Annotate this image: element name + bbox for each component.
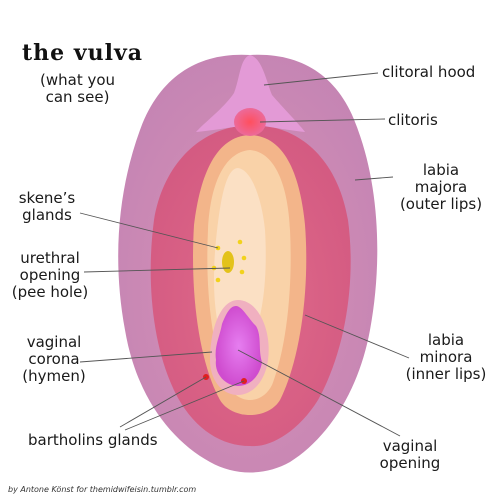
label-vaginal-corona-line-3: (hymen) bbox=[22, 367, 86, 385]
leader-labia-minora bbox=[304, 314, 410, 359]
leader-bartholins-1 bbox=[119, 376, 207, 428]
label-vaginal-opening-line-2: opening bbox=[379, 454, 441, 472]
label-labia-minora-line-1: labia bbox=[427, 331, 465, 349]
vestibule-core bbox=[214, 168, 266, 349]
label-bartholins-glands: bartholins glands bbox=[28, 431, 158, 449]
label-labia-majora-line-3: (outer lips) bbox=[399, 195, 483, 213]
clitoral-hood-shape bbox=[196, 55, 305, 132]
leader-urethral-opening bbox=[83, 267, 231, 273]
subtitle: (what you can see) bbox=[40, 72, 115, 106]
label-vaginal-opening-line-1: vaginal bbox=[382, 437, 438, 455]
leader-vaginal-opening bbox=[237, 349, 401, 437]
label-clitoral-hood: clitoral hood bbox=[382, 63, 476, 81]
label-urethral-opening: urethral opening (pee hole) bbox=[6, 250, 94, 301]
label-vaginal-corona-line-2: corona bbox=[28, 350, 80, 368]
label-skenes-glands: skene’s glands bbox=[12, 190, 82, 224]
leader-vaginal-corona bbox=[79, 351, 213, 363]
label-skenes-glands-line-2: glands bbox=[22, 206, 72, 224]
credit-text: by Antone Könst for themidwifeisin.tumbl… bbox=[8, 485, 197, 494]
clitoris-shape bbox=[234, 108, 266, 136]
subtitle-line-2: can see) bbox=[45, 88, 110, 106]
urethral-opening-shape bbox=[222, 251, 234, 273]
leader-labia-majora bbox=[354, 176, 394, 181]
label-vaginal-corona-line-1: vaginal bbox=[26, 333, 82, 351]
label-labia-minora-line-2: minora bbox=[419, 348, 473, 366]
label-urethral-opening-line-2: opening bbox=[19, 266, 81, 284]
label-labia-minora-line-3: (inner lips) bbox=[405, 365, 487, 383]
subtitle-line-1: (what you bbox=[40, 71, 116, 89]
label-vaginal-opening: vaginal opening bbox=[373, 438, 447, 472]
label-labia-majora-line-1: labia bbox=[422, 161, 460, 179]
leader-lines bbox=[79, 72, 410, 437]
label-clitoris: clitoris bbox=[388, 111, 438, 129]
label-labia-minora: labia minora (inner lips) bbox=[400, 332, 492, 383]
label-urethral-opening-line-1: urethral bbox=[20, 249, 80, 267]
label-skenes-glands-line-1: skene’s bbox=[18, 189, 76, 207]
leader-skenes-glands bbox=[79, 212, 219, 249]
label-urethral-opening-line-3: (pee hole) bbox=[11, 283, 89, 301]
leader-clitoral-hood bbox=[263, 72, 379, 86]
vaginal-opening-shape bbox=[215, 306, 262, 386]
label-labia-majora-line-2: majora bbox=[414, 178, 468, 196]
label-vaginal-corona: vaginal corona (hymen) bbox=[14, 334, 94, 385]
page-title: the vulva bbox=[22, 40, 143, 66]
leader-bartholins-2 bbox=[124, 380, 245, 431]
leader-clitoris bbox=[259, 118, 386, 123]
label-labia-majora: labia majora (outer lips) bbox=[395, 162, 487, 213]
